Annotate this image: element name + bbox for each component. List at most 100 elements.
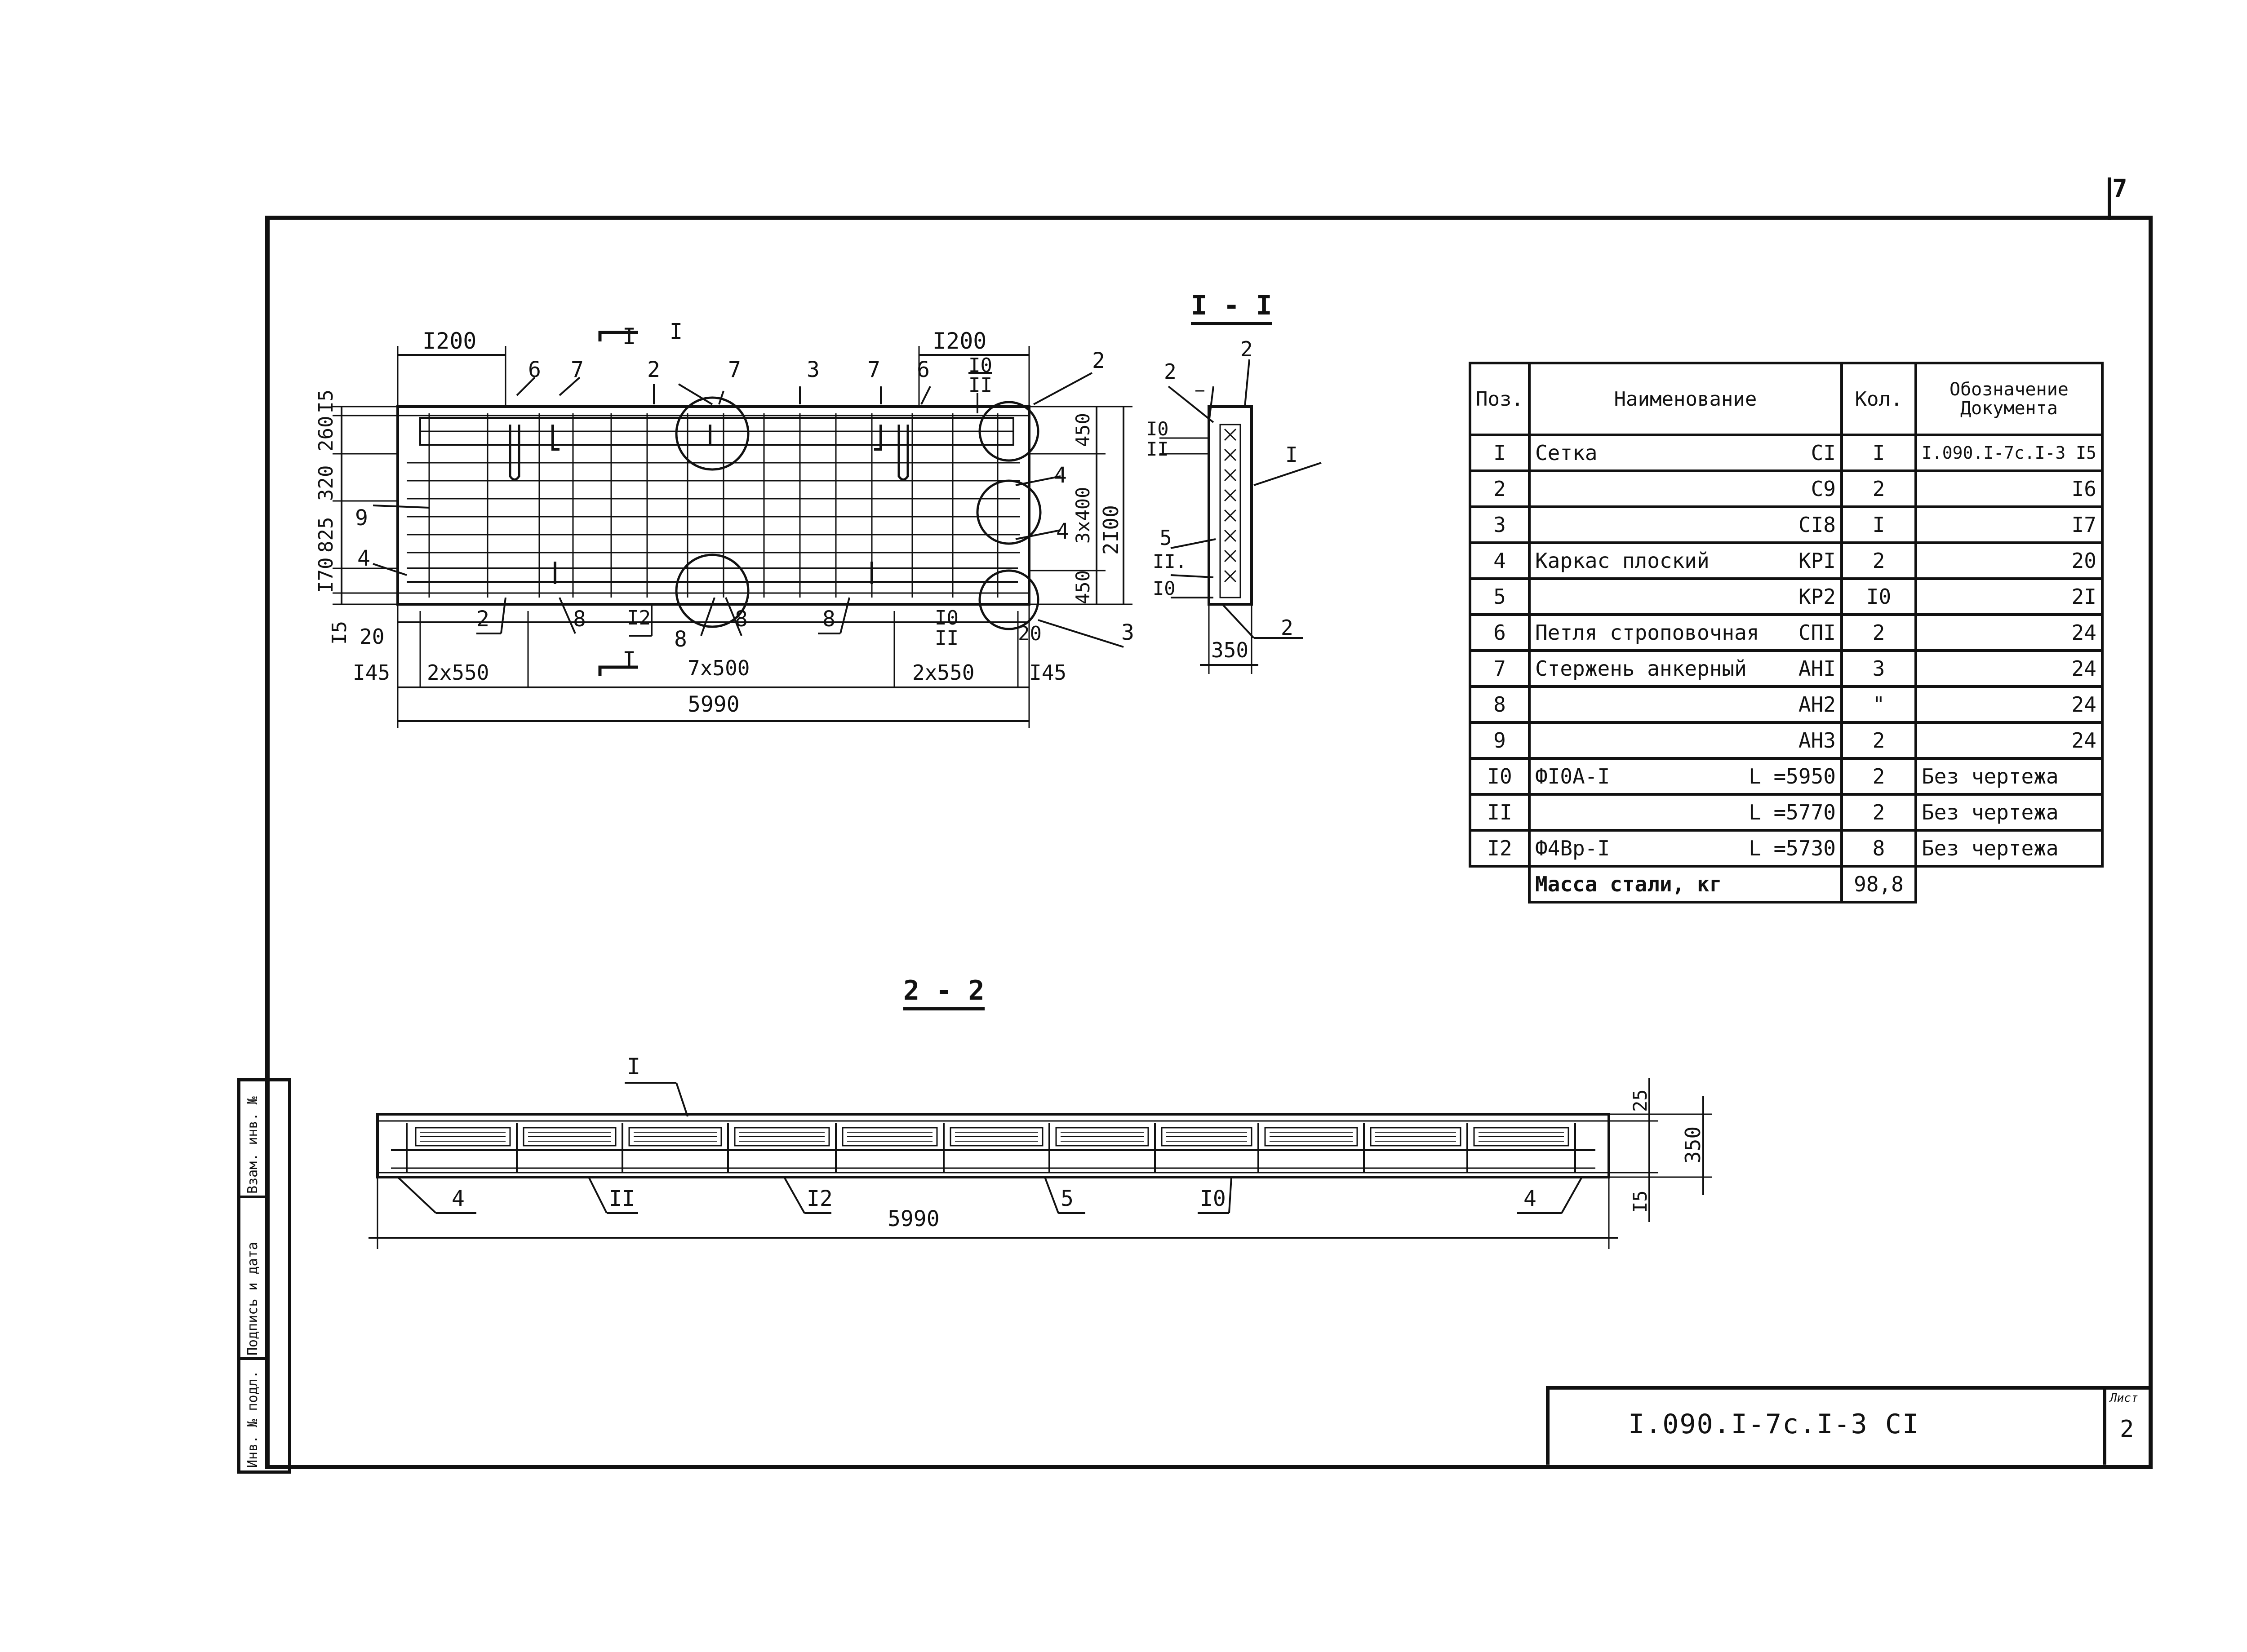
section-1-1-title: I - I xyxy=(1191,290,1272,325)
plan-label: 2 xyxy=(1092,348,1105,373)
spec-mark: CI xyxy=(1811,441,1836,465)
corner-tick xyxy=(2108,177,2111,220)
plan-label: II xyxy=(935,627,959,650)
spec-name-cell: Каркас плоский KPI xyxy=(1528,541,1843,580)
spec-pos: 4 xyxy=(1469,541,1531,580)
plan-label: 2 xyxy=(476,607,489,632)
table-row: 8 AH2 " 24 xyxy=(1469,685,2104,724)
spec-mark: KPI xyxy=(1798,549,1836,573)
s11-width: 350 xyxy=(1211,638,1249,662)
s11-label: 2 xyxy=(1281,616,1293,640)
section-2-2-title: 2 - 2 xyxy=(903,975,985,1010)
dim-total-length: 5990 xyxy=(688,692,740,717)
plan-label: 4 xyxy=(1054,463,1067,488)
dim-right: 450 xyxy=(1072,413,1094,447)
plan-mesh-horizontals xyxy=(407,462,1020,554)
plan-label: 3 xyxy=(807,357,820,382)
dim-top-left: I200 xyxy=(422,328,477,354)
title-block: I.090.I-7c.I-3 CI Лист 2 xyxy=(1546,1386,2150,1465)
s22-dim-right: I5 xyxy=(1629,1190,1651,1213)
s11-label: I0 xyxy=(1153,577,1176,599)
spec-mark: L =5770 xyxy=(1749,800,1836,824)
spec-mark: KP2 xyxy=(1798,585,1836,609)
table-row: 5 KP2 I0 2I xyxy=(1469,577,2104,616)
dim-right: 3x400 xyxy=(1072,487,1094,544)
corner-sheet-number: 7 xyxy=(2112,174,2127,204)
s22-total-length: 5990 xyxy=(888,1206,940,1231)
s11-label: 2 xyxy=(1240,337,1253,361)
plan-label: 7 xyxy=(571,357,584,382)
spec-qty: " xyxy=(1840,685,1917,724)
section-1-1-drawing xyxy=(1159,359,1322,674)
plan-label: I0 xyxy=(968,354,992,377)
spec-header-pos: Поз. xyxy=(1469,362,1531,436)
spec-pos: 5 xyxy=(1469,577,1531,616)
spec-mark: C9 xyxy=(1811,477,1836,501)
spec-name: Каркас плоский xyxy=(1535,549,1710,573)
s11-label: II. xyxy=(1153,550,1187,572)
spec-name-cell: AH3 xyxy=(1528,721,1843,760)
spec-footer-blank xyxy=(1915,865,2102,902)
spec-qty: 2 xyxy=(1840,613,1917,652)
spec-header-name: Наименование xyxy=(1528,362,1843,436)
spec-doc: I.090.I-7c.I-3 I5 xyxy=(1914,434,2104,472)
spec-doc: 24 xyxy=(1914,685,2104,724)
plan-label: I xyxy=(670,319,683,344)
spec-qty: 2 xyxy=(1840,469,1917,508)
side-cell-replace: Взам. инв. № xyxy=(240,1081,265,1198)
dim-right: 450 xyxy=(1072,570,1094,604)
detail-circle-bottom xyxy=(675,554,750,628)
table-row: 3 CI8 I I7 xyxy=(1469,505,2104,544)
plan-label: 8 xyxy=(573,607,586,632)
section-2-2-ribs xyxy=(406,1123,1576,1173)
s22-label: I xyxy=(627,1054,641,1080)
dim-bottom: 2x550 xyxy=(427,660,489,685)
table-row: II L =5770 2 Без чертежа xyxy=(1469,793,2104,832)
spec-doc: Без чертежа xyxy=(1914,757,2104,796)
spec-name: Стержень анкерный xyxy=(1535,656,1747,681)
spec-name-cell: C9 xyxy=(1528,469,1843,508)
section-2-2-drawing xyxy=(369,1078,1712,1249)
plan-label: 7 xyxy=(728,357,741,382)
spec-doc: 2I xyxy=(1914,577,2104,616)
dim-left: I5 xyxy=(315,390,337,413)
dim-bottom: 7x500 xyxy=(688,656,750,680)
spec-pos: I xyxy=(1469,434,1531,472)
spec-footer-row: Масса стали, кг 98,8 xyxy=(1470,865,2102,904)
s11-label: I xyxy=(1285,443,1298,467)
spec-pos: II xyxy=(1469,793,1531,832)
spec-pos: 8 xyxy=(1469,685,1531,724)
section-2-2-hatch xyxy=(420,1132,1564,1142)
plan-label: 9 xyxy=(355,505,368,531)
spec-doc: 24 xyxy=(1914,721,2104,760)
spec-mark: CI8 xyxy=(1798,513,1836,537)
spec-doc: I6 xyxy=(1914,469,2104,508)
spec-mark: AH2 xyxy=(1798,692,1836,717)
spec-doc: 24 xyxy=(1914,613,2104,652)
spec-footer-value: 98,8 xyxy=(1840,865,1917,904)
spec-qty: 2 xyxy=(1840,793,1917,832)
spec-mark: L =5950 xyxy=(1749,764,1836,788)
dim-left: 260 xyxy=(315,416,337,452)
spec-pos: 6 xyxy=(1469,613,1531,652)
spec-doc: 20 xyxy=(1914,541,2104,580)
section-2-2-voids xyxy=(415,1127,1569,1147)
dim-right: 2I00 xyxy=(1099,505,1123,555)
spec-name: ФI0A-I xyxy=(1535,764,1610,788)
spec-name-cell: ФI0A-I L =5950 xyxy=(1528,757,1843,796)
specification-table: Поз. Наименование Кол. Обозначение Докум… xyxy=(1469,362,2104,904)
spec-mark: AHI xyxy=(1798,656,1836,681)
dim-left: 825 xyxy=(315,517,337,553)
plan-mesh-verticals xyxy=(428,413,999,598)
plan-view xyxy=(333,331,1132,728)
s22-label: I0 xyxy=(1200,1186,1226,1211)
spec-footer-label: Масса стали, кг xyxy=(1528,865,1843,904)
spec-doc: I7 xyxy=(1914,505,2104,544)
